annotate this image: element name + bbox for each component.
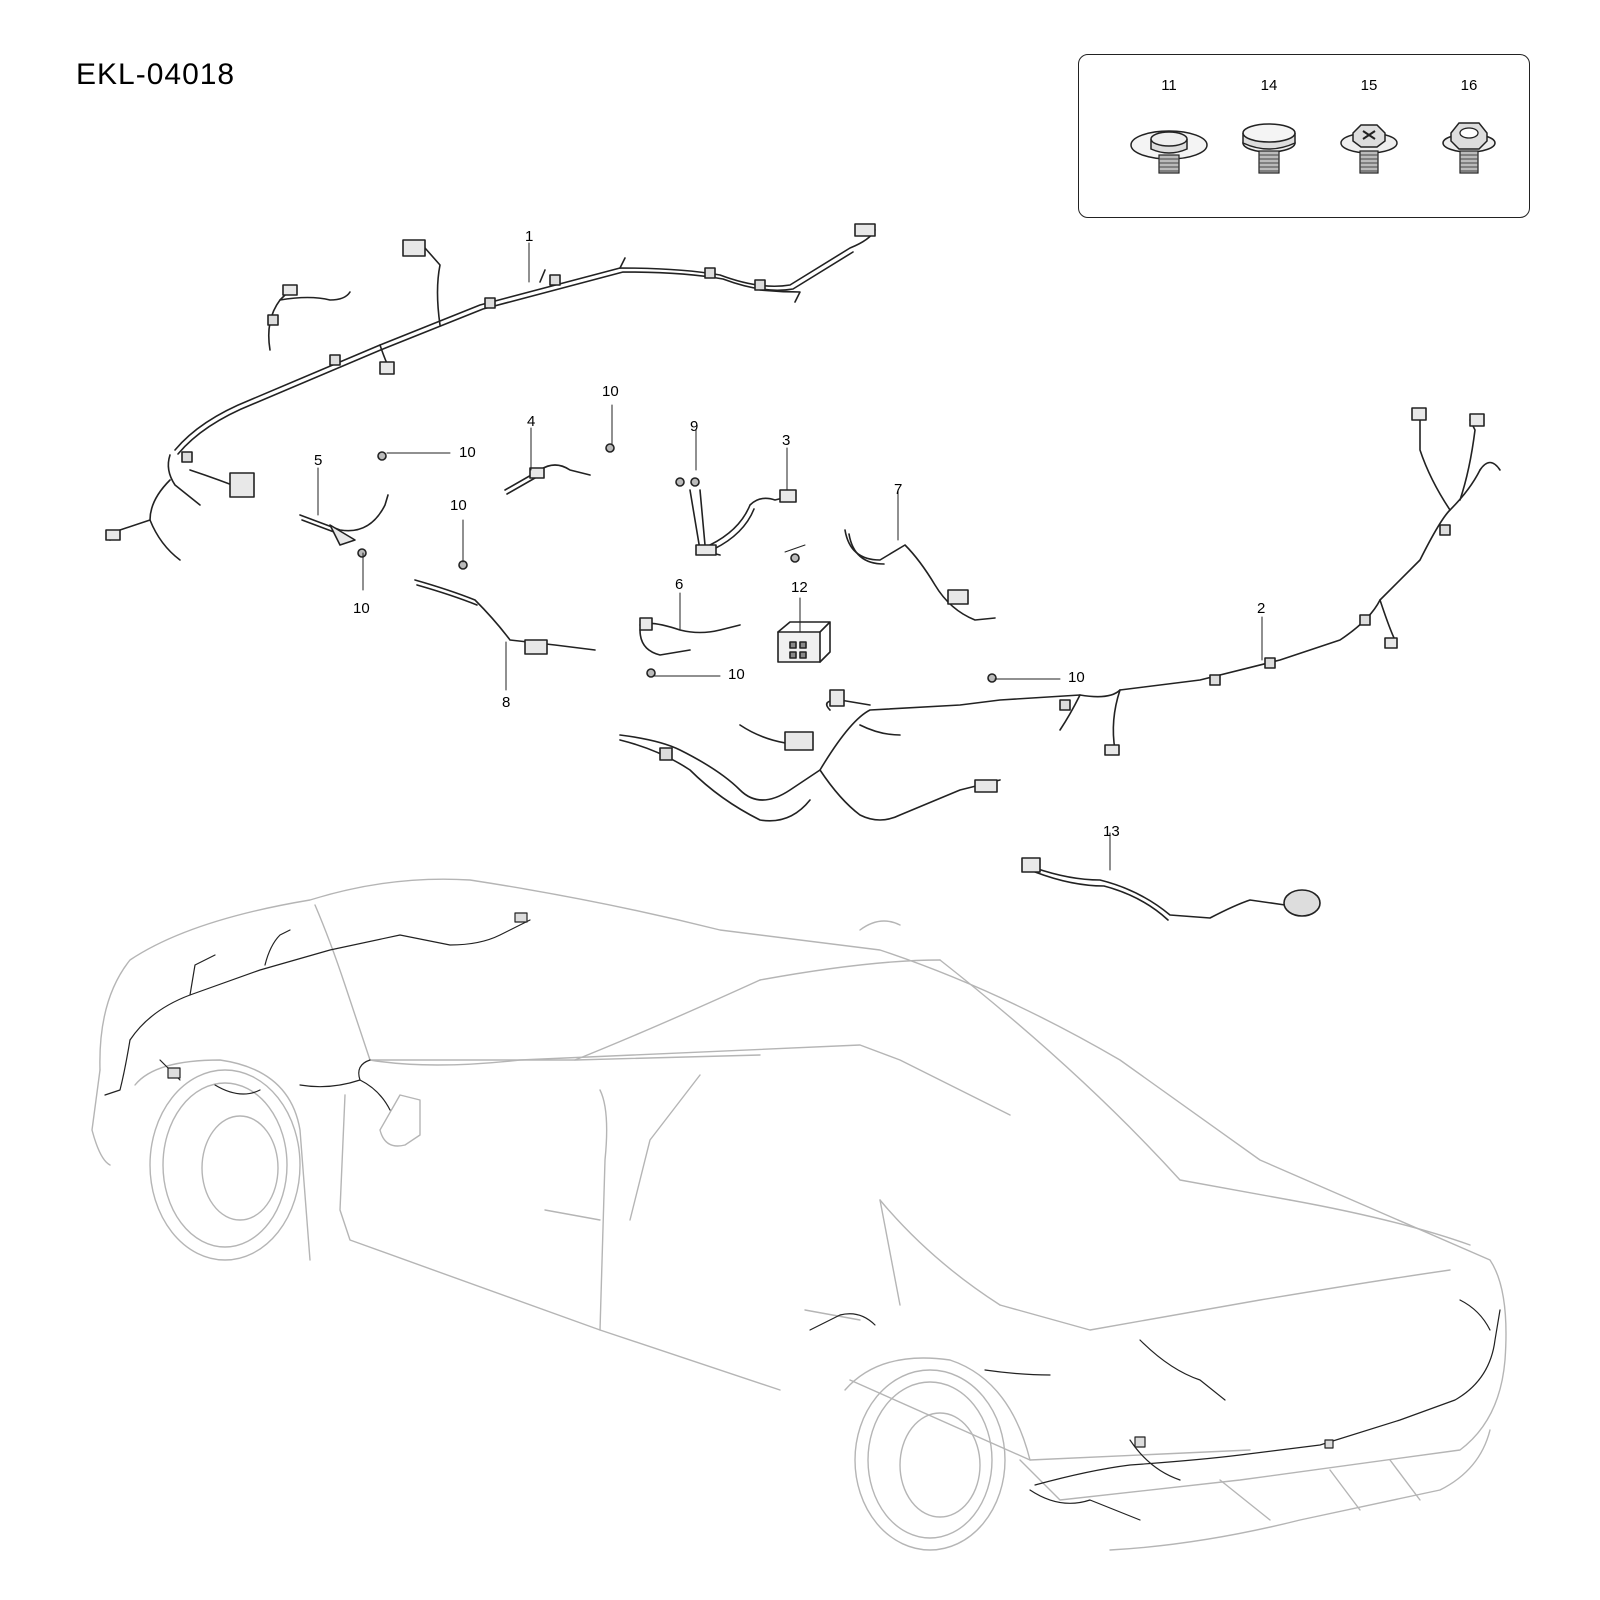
hex-flange-nut-bolt-icon	[1442, 122, 1496, 174]
flange-hex-bolt-washer-icon	[1130, 130, 1208, 174]
callout-harness-2: 2	[1257, 600, 1266, 617]
harness-7-illustration	[844, 529, 996, 621]
harness-6-illustration	[639, 617, 741, 656]
harness-2-illustration	[619, 407, 1501, 822]
callout-harness-8: 8	[502, 694, 511, 711]
diagram-code: EKL-04018	[76, 58, 236, 91]
fastener-number: 16	[1460, 77, 1478, 94]
fastener-number: 15	[1360, 77, 1378, 94]
callout-harness-13: 13	[1103, 823, 1120, 840]
callout-harness-3: 3	[782, 432, 791, 449]
callout-harness-9: 9	[690, 418, 699, 435]
fastener-legend-box: 11 14 15	[1078, 54, 1530, 218]
harness-4-illustration	[504, 464, 591, 495]
cross-head-flange-bolt-icon	[1340, 124, 1398, 174]
harness-9-illustration	[689, 489, 721, 556]
round-head-bolt-icon	[1242, 123, 1296, 174]
module-12-illustration	[777, 621, 831, 663]
harness-3-illustration	[709, 489, 797, 550]
fastener-number: 11	[1161, 77, 1177, 94]
callout-leaders	[317, 242, 1263, 871]
callout-module-12: 12	[791, 579, 808, 596]
callout-bolt-10: 10	[1068, 669, 1085, 686]
callout-bolt-10: 10	[602, 383, 619, 400]
fastener-15: 15	[1319, 55, 1419, 185]
installed-harness-overlay	[104, 912, 1501, 1521]
callout-harness-7: 7	[894, 481, 903, 498]
callout-bolt-10: 10	[353, 600, 370, 617]
harness-8-illustration	[414, 579, 596, 655]
callout-harness-5: 5	[314, 452, 323, 469]
bolt-10-markers	[357, 443, 997, 683]
fastener-14: 14	[1219, 55, 1319, 185]
vehicle-outline	[91, 878, 1507, 1551]
harness-1-illustration	[105, 223, 876, 561]
harness-5-illustration	[299, 494, 389, 546]
fastener-11: 11	[1119, 55, 1219, 185]
fastener-16: 16	[1419, 55, 1519, 185]
harness-13-illustration	[1021, 857, 1321, 921]
callout-harness-4: 4	[527, 413, 536, 430]
callout-bolt-10: 10	[450, 497, 467, 514]
callout-harness-6: 6	[675, 576, 684, 593]
callout-harness-1: 1	[525, 228, 534, 245]
fastener-number: 14	[1260, 77, 1278, 94]
callout-bolt-10: 10	[728, 666, 745, 683]
callout-bolt-10: 10	[459, 444, 476, 461]
